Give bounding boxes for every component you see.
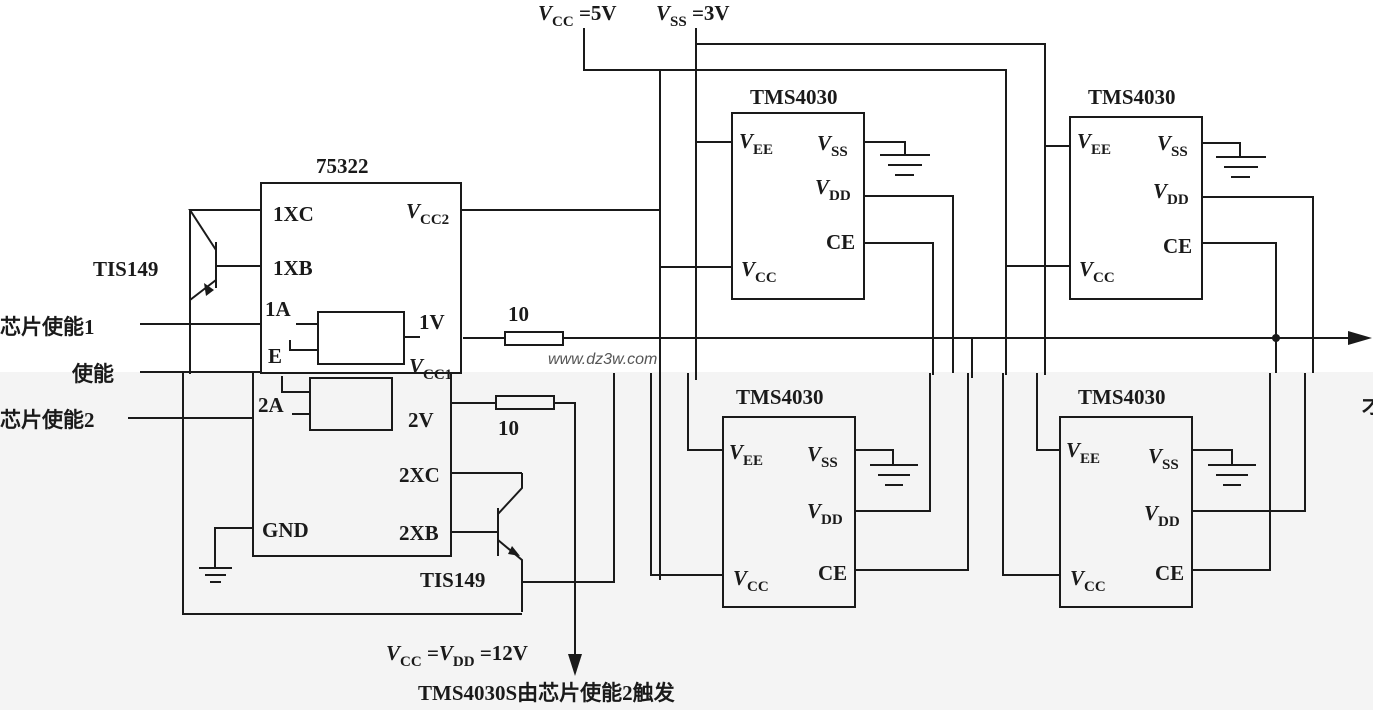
transistor-1-label: TIS149 — [93, 257, 158, 281]
pin-e: E — [268, 344, 282, 368]
ground-icon — [199, 527, 253, 583]
chip-tl-vss: VSS — [817, 131, 848, 160]
chip-bl-ce: CE — [818, 561, 847, 585]
chip-bl-vdd: VDD — [807, 499, 843, 528]
pin-2v: 2V — [408, 408, 434, 432]
driver-name: 75322 — [316, 154, 369, 178]
gate-2 — [309, 377, 393, 431]
chip-tr-name: TMS4030 — [1088, 85, 1176, 109]
resistor-2-value: 10 — [498, 416, 519, 440]
pin-1xc: 1XC — [273, 202, 314, 226]
input-chip-enable-1: 芯片使能1 — [0, 315, 95, 339]
resistor-2 — [495, 395, 555, 410]
edge-mark: 才 — [1362, 394, 1373, 418]
chip-tl-vdd: VDD — [815, 175, 851, 204]
caption: TMS4030S由芯片使能2触发 — [418, 681, 676, 705]
vcc-vdd-label: VCC =VDD =12V — [386, 641, 528, 670]
chip-br-vss: VSS — [1148, 444, 1179, 473]
gate-1 — [317, 311, 405, 365]
chip-br-vee: VEE — [1066, 438, 1100, 467]
chip-bl-vee: VEE — [729, 440, 763, 469]
chip-tr-ce: CE — [1163, 234, 1192, 258]
output-arrow-icon — [1348, 331, 1372, 345]
chip-tl-name: TMS4030 — [750, 85, 838, 109]
chip-tr-box — [1069, 116, 1203, 300]
driver-lower-box — [252, 373, 452, 557]
chip-bl-vcc: VCC — [733, 566, 769, 595]
chip-tr-vss: VSS — [1157, 131, 1188, 160]
pin-1v: 1V — [419, 310, 445, 334]
down-arrow-icon — [568, 654, 582, 676]
chip-tr-vdd: VDD — [1153, 179, 1189, 208]
watermark: www.dz3w.com — [548, 351, 657, 368]
chip-br-ce: CE — [1155, 561, 1184, 585]
scan-shade — [0, 372, 1373, 710]
input-enable: 使能 — [71, 362, 114, 386]
pin-1a: 1A — [265, 297, 292, 321]
input-chip-enable-2: 芯片使能2 — [0, 408, 95, 432]
transistor-2-label: TIS149 — [420, 568, 485, 592]
pin-gnd: GND — [262, 518, 309, 542]
chip-tl-box — [731, 112, 865, 300]
chip-tr-vcc: VCC — [1079, 257, 1115, 286]
pin-2xb: 2XB — [399, 521, 439, 545]
chip-bl-vss: VSS — [807, 442, 838, 471]
chip-tl-vee: VEE — [739, 129, 773, 158]
chip-tl-ce: CE — [826, 230, 855, 254]
transistor-2-symbol — [451, 373, 615, 612]
chip-br-vdd: VDD — [1144, 501, 1180, 530]
ground-loop — [182, 373, 522, 615]
resistor-1-value: 10 — [508, 302, 529, 326]
vss3-label: VSS =3V — [656, 1, 730, 30]
vcc5-label: VCC =5V — [538, 1, 617, 30]
chip-bl-name: TMS4030 — [736, 385, 824, 409]
pin-2xc: 2XC — [399, 463, 440, 487]
pin-1xb: 1XB — [273, 256, 313, 280]
resistor-1 — [504, 331, 564, 346]
chip-br-name: TMS4030 — [1078, 385, 1166, 409]
pin-vcc2: VCC2 — [406, 199, 449, 228]
pin-2a: 2A — [258, 393, 285, 417]
chip-br-vcc: VCC — [1070, 566, 1106, 595]
chip-tl-vcc: VCC — [741, 257, 777, 286]
supply-rails — [583, 28, 1046, 580]
driver-upper-box — [260, 182, 462, 374]
chip-tr-vee: VEE — [1077, 129, 1111, 158]
pin-vcc1: VCC1 — [409, 354, 452, 383]
transistor-1-symbol — [188, 209, 261, 374]
